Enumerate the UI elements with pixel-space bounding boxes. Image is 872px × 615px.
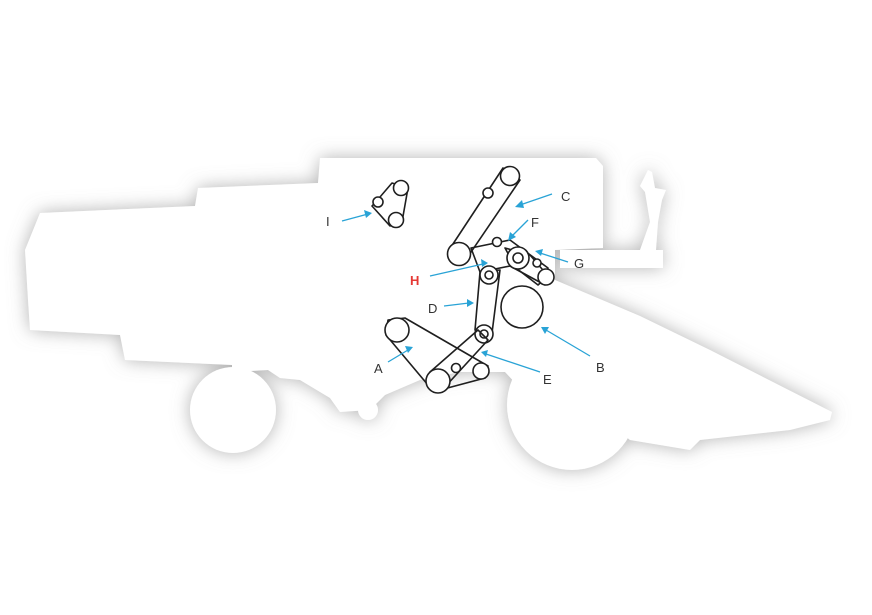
- belt-drive-i: [371, 179, 410, 229]
- label-i: I: [326, 214, 330, 229]
- belt-drive-ae: [384, 317, 490, 394]
- arrow-h: [429, 263, 484, 277]
- label-b: B: [596, 360, 605, 375]
- label-e: E: [543, 372, 552, 387]
- arrow-b: [545, 329, 591, 357]
- arrow-a: [387, 349, 409, 363]
- arrow-g: [539, 252, 569, 263]
- belt-drive-c: [446, 165, 521, 267]
- arrow-i: [341, 213, 369, 222]
- belt-drive-d: [474, 265, 501, 344]
- arrow-c: [519, 193, 553, 206]
- label-d: D: [428, 301, 437, 316]
- label-c: C: [561, 189, 570, 204]
- label-a: A: [374, 361, 383, 376]
- arrow-d: [443, 302, 470, 307]
- label-g: G: [574, 256, 584, 271]
- arrow-f: [510, 219, 529, 238]
- label-f: F: [531, 215, 539, 230]
- label-h: H: [410, 273, 419, 288]
- callout-arrows: [341, 193, 591, 373]
- callout-labels: I C F G H D B A E: [326, 189, 605, 387]
- arrow-e: [485, 353, 541, 373]
